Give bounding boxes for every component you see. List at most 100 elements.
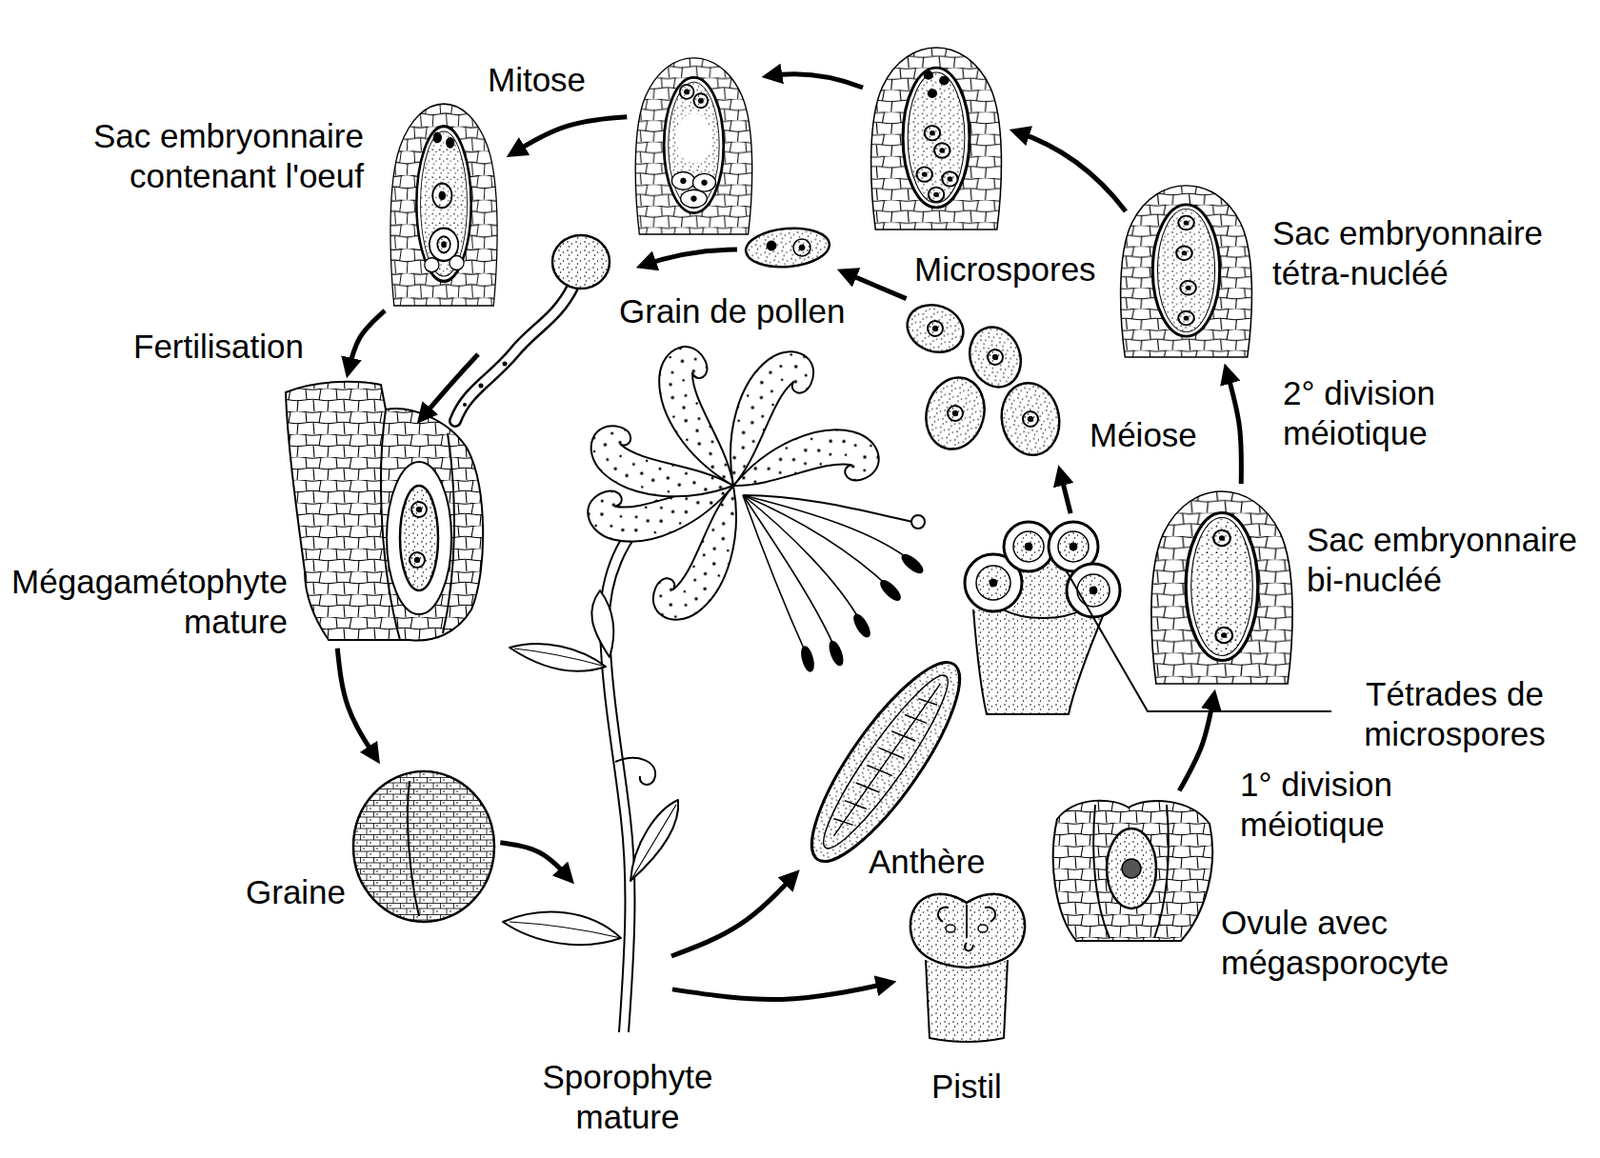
anther-section [964, 521, 1120, 715]
stage-arrow [1015, 131, 1126, 212]
stage-arrows [420, 74, 1126, 420]
petal [711, 340, 820, 500]
pollen-grain [743, 224, 831, 271]
nucleus [916, 166, 932, 181]
embryo-sac-octonucleate [871, 47, 1002, 230]
nucleus [1215, 627, 1233, 643]
leaf [502, 912, 621, 946]
nucleus [411, 501, 427, 518]
pollen-tube-inner [455, 285, 574, 421]
filament-section [973, 609, 1105, 715]
cycle-arrow [337, 648, 377, 760]
lily-petal [711, 340, 820, 500]
cycle-arrow [511, 117, 627, 155]
nucleus [1180, 280, 1197, 296]
sac-tissue [1120, 185, 1253, 358]
pollen-sac-inner [1077, 574, 1110, 607]
stage-node: Anthère [805, 662, 960, 868]
leaf-vein [630, 804, 677, 881]
antipodal [939, 76, 949, 86]
anther-groove [810, 664, 962, 859]
tube-nucleus [793, 239, 811, 257]
microspore [918, 371, 993, 457]
ovary-section [910, 894, 1025, 968]
tetrad [989, 579, 998, 587]
pollen-tube-drawing [455, 235, 610, 421]
pollen-sac-inner [1058, 531, 1089, 562]
stem [609, 507, 663, 1033]
stamen-anther [900, 552, 925, 576]
stage-node: Pistil [902, 885, 1031, 1043]
leaf [509, 643, 606, 672]
stamen [742, 495, 891, 589]
leaf [630, 800, 679, 881]
stage-label: Anthère [868, 841, 986, 882]
stage-label: Sac embryonnaire contenant l'oeuf [78, 116, 364, 197]
polar-nucleus-dot [439, 191, 446, 200]
integument-lines [1093, 804, 1169, 939]
nucleus [693, 93, 708, 108]
cycle-arrow [671, 874, 796, 957]
cell [693, 173, 717, 192]
antipodal [433, 132, 441, 143]
stage-node: Sac embryonnaire tétra-nucléé [1117, 183, 1256, 358]
sac-tissue [871, 47, 1002, 230]
antipodal [923, 70, 934, 80]
stigma [911, 515, 925, 529]
pollen-tube [455, 285, 574, 421]
cell-nucleus [691, 196, 698, 202]
pollen-bulb [552, 235, 610, 289]
stage-arrow [420, 354, 479, 420]
nucleus [1213, 530, 1231, 546]
polar-nucleus [432, 183, 452, 209]
nucleus [1178, 311, 1195, 326]
stage-node: Tétrades de microspores [959, 519, 1123, 715]
process-label: 1° division méiotique [1238, 764, 1409, 845]
stamen-anther [800, 645, 816, 673]
nucleus [1178, 216, 1195, 231]
stage-arrow [641, 249, 738, 266]
nucleus [928, 187, 944, 202]
pollen-sac-inner [976, 565, 1011, 600]
pollen-sac [1003, 521, 1054, 572]
stage-node: Sac embryonnaire contenant l'oeuf [387, 101, 500, 306]
nucleus [1176, 246, 1193, 261]
pistil-column [925, 960, 1008, 1042]
tetrad [1024, 542, 1033, 551]
pollen-sac [1066, 563, 1120, 618]
cycle-arrow [842, 271, 907, 299]
antipodal [927, 88, 938, 99]
synergid [424, 258, 440, 273]
cycle-arrow [1060, 471, 1071, 515]
stage-label: Ovule avec mégasporocyte [1220, 902, 1460, 983]
nucleus [1121, 859, 1141, 879]
cycle-arrow [347, 310, 385, 373]
nucleus [437, 236, 450, 253]
embryo-sac-binucleate [1151, 491, 1293, 684]
embryo-sac-tetranucleate [1120, 185, 1253, 358]
stage-label: Microspores [914, 249, 1097, 290]
stamen-anther [878, 578, 902, 602]
bud [591, 590, 614, 658]
stage-label: Sac embryonnaire bi-nucléé [1306, 520, 1589, 600]
nucleus [927, 320, 943, 337]
cycle-arrow [500, 842, 570, 880]
nucleus [934, 142, 950, 158]
ovule-dot [945, 924, 956, 933]
embryo-sac-egg [390, 103, 498, 306]
nucleus [941, 171, 958, 186]
sac-tissue [390, 103, 498, 306]
stage-label: Grain de pollen [619, 291, 845, 332]
cell [671, 172, 695, 191]
stamen [742, 495, 862, 624]
pollen-grain-drawing [743, 224, 831, 271]
cell-nucleus [701, 180, 708, 186]
stamen [742, 495, 913, 562]
stage-node: Microspores [902, 300, 1067, 460]
stage-node: Ovule avec mégasporocyte [1051, 796, 1215, 944]
stage-label: Sac embryonnaire tétra-nucléé [1272, 213, 1559, 294]
stage-label: Pistil [931, 1066, 1002, 1107]
stem [600, 500, 658, 1033]
nucleus [680, 84, 695, 100]
stage-node: Mégagamétophyte mature [285, 382, 485, 643]
